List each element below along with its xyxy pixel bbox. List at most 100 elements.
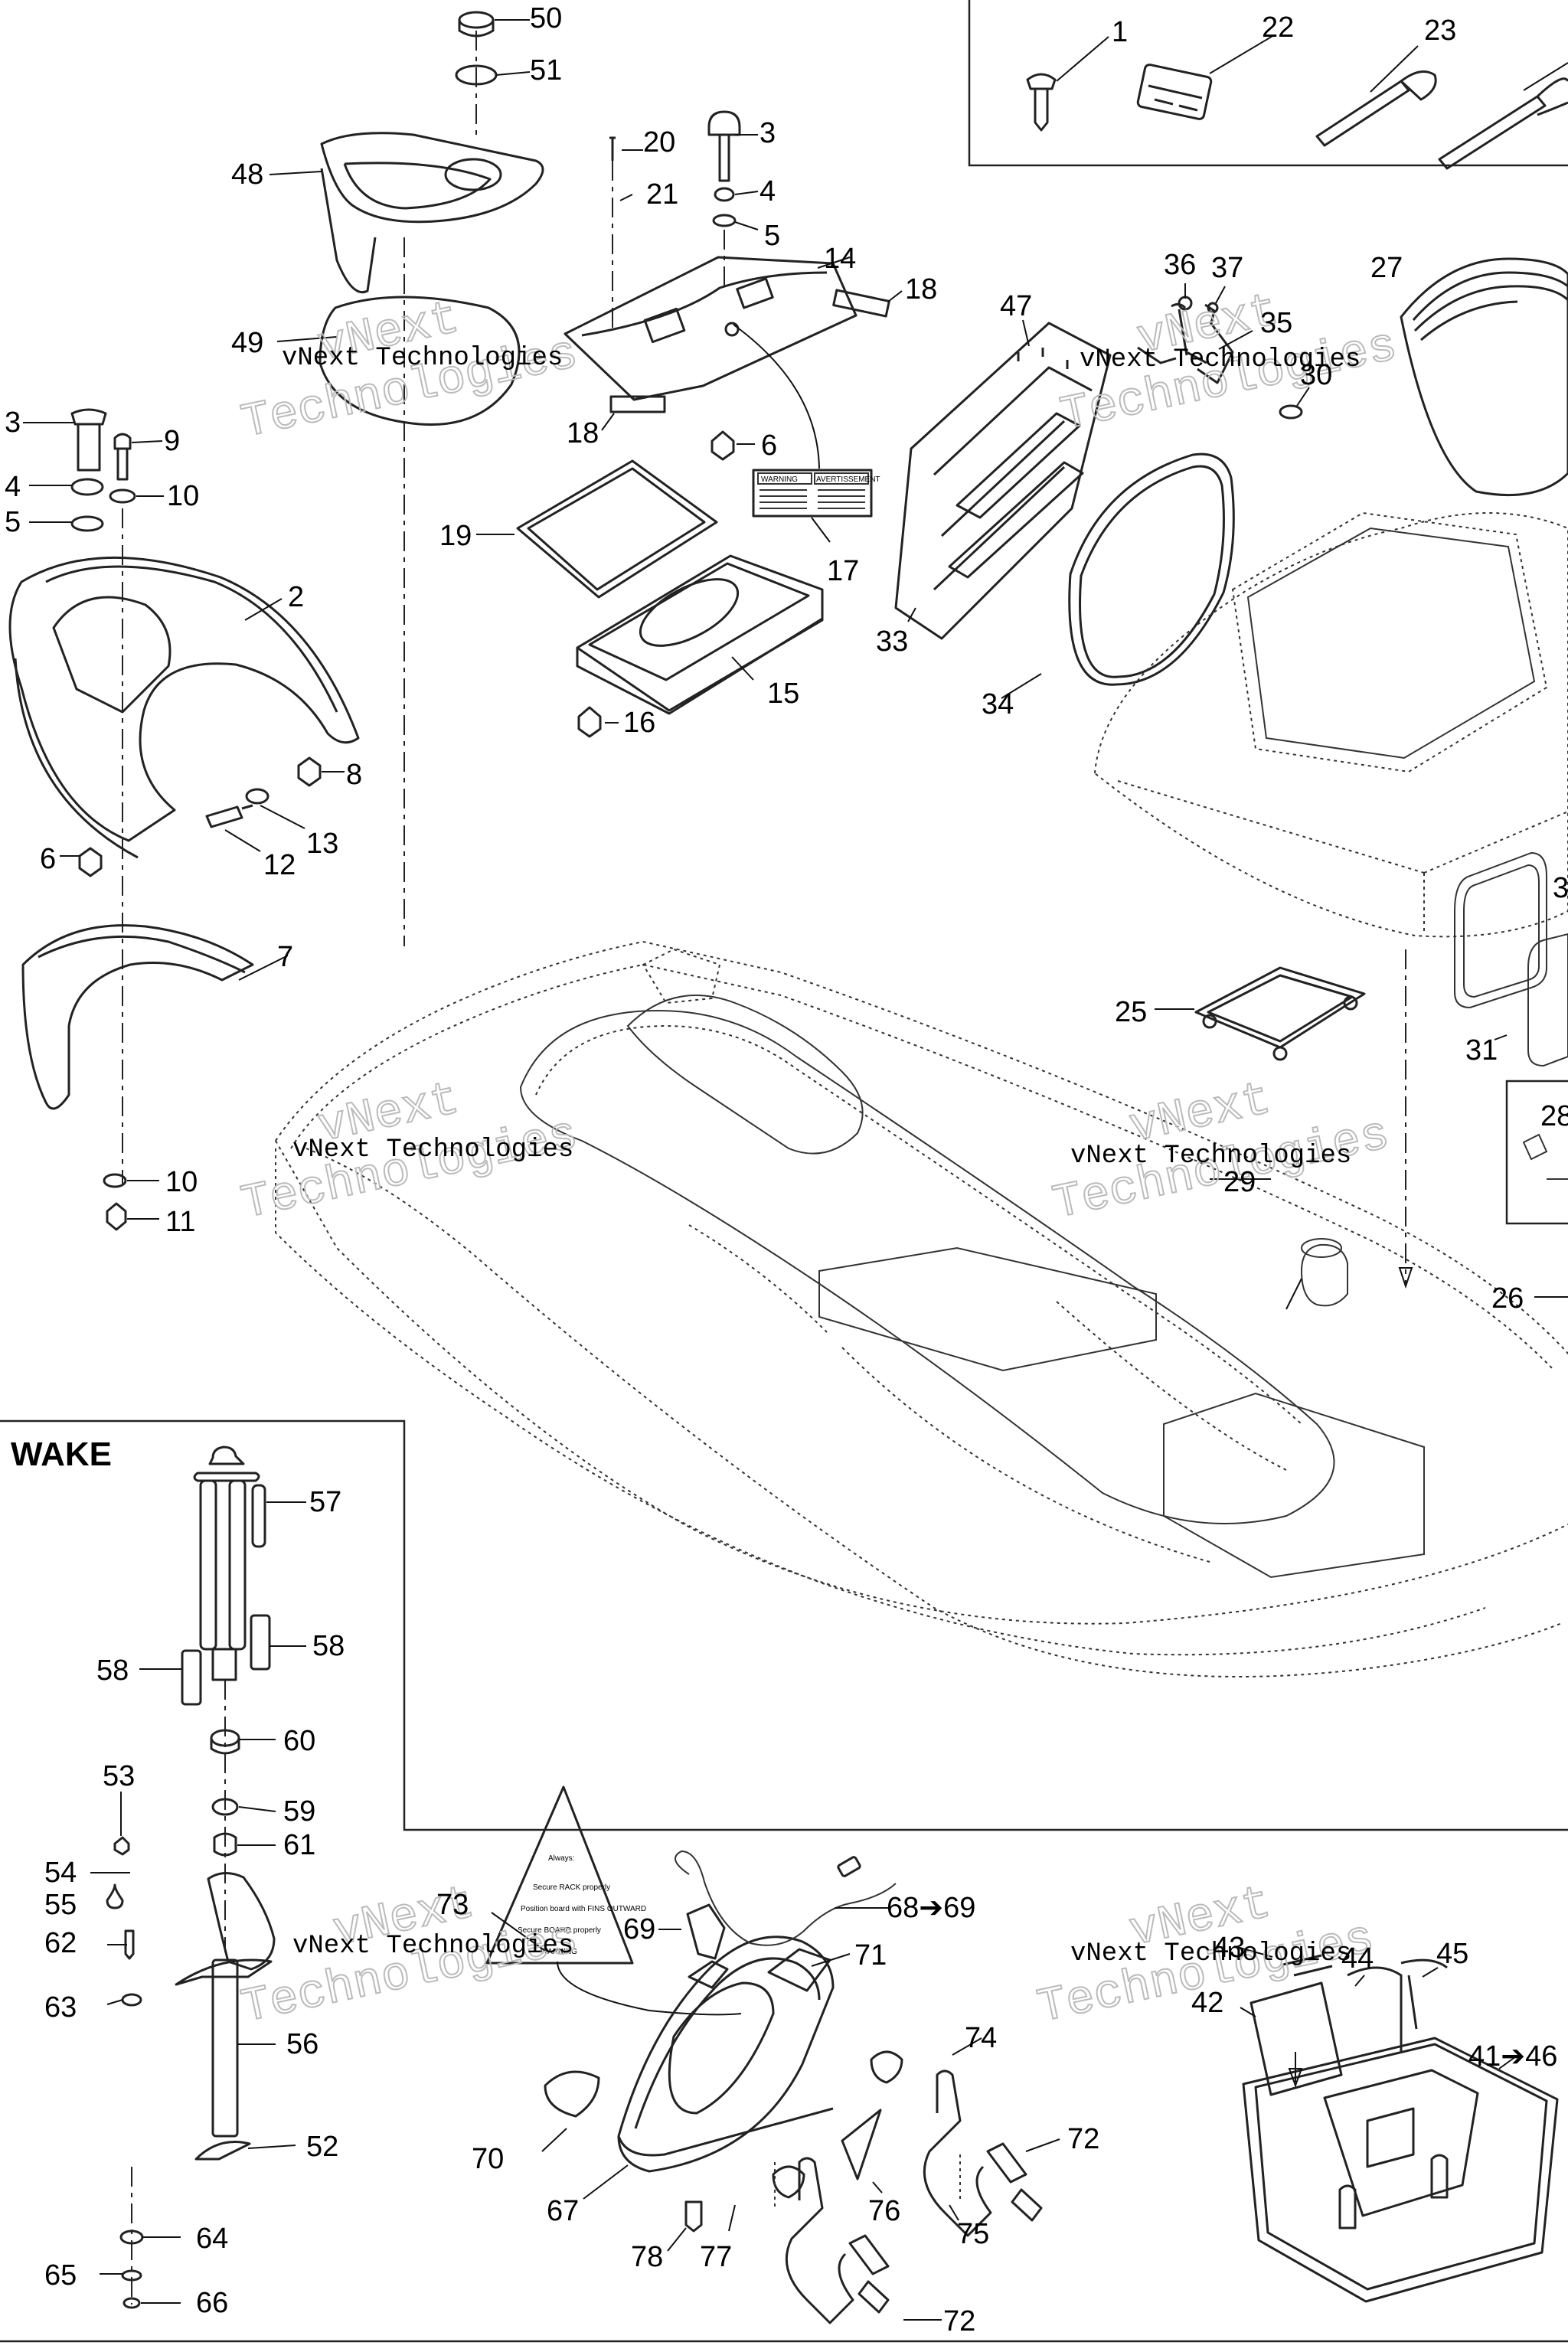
watermark-6: vNext Technologies bbox=[1070, 1939, 1351, 1968]
callout-13: 13 bbox=[306, 828, 338, 860]
callout-9: 9 bbox=[164, 425, 180, 457]
hull-body bbox=[274, 940, 1568, 1677]
callout-27: 27 bbox=[1370, 252, 1403, 284]
decal-73-line-1: Secure RACK properly bbox=[533, 1883, 610, 1892]
callout-17: 17 bbox=[827, 555, 859, 587]
storage-bin-assembly bbox=[1093, 257, 1568, 1298]
callout-44: 44 bbox=[1341, 1942, 1374, 1975]
callout-14: 14 bbox=[824, 243, 856, 275]
callout-67: 67 bbox=[547, 2195, 579, 2227]
vent-panel-assembly bbox=[894, 283, 1310, 699]
callout-55: 55 bbox=[44, 1889, 77, 1921]
callout-60: 60 bbox=[283, 1725, 315, 1757]
callout-8: 8 bbox=[346, 759, 362, 791]
decal-17-heading-2: AVERTISSEMENT bbox=[816, 475, 880, 484]
callout-49: 49 bbox=[231, 327, 263, 359]
callout-6-left: 6 bbox=[40, 843, 56, 875]
callout-78: 78 bbox=[631, 2241, 663, 2273]
decal-73-line-3: Secure BOARD properly bbox=[518, 1926, 601, 1935]
callout-65: 65 bbox=[44, 2259, 77, 2292]
decal-73-line-2: Position board with FINS OUTWARD bbox=[521, 1905, 646, 1913]
callout-35: 35 bbox=[1260, 307, 1292, 339]
callout-7: 7 bbox=[277, 941, 293, 973]
callout-74: 74 bbox=[965, 2022, 997, 2054]
callout-11: 11 bbox=[165, 1206, 195, 1238]
watermark-3: vNext Technologies bbox=[292, 1135, 573, 1165]
callout-70: 70 bbox=[472, 2143, 504, 2175]
watermark-2: vNext Technologies bbox=[1080, 345, 1361, 374]
callout-59: 59 bbox=[283, 1795, 315, 1828]
callout-77: 77 bbox=[700, 2241, 732, 2273]
callout-5-left: 5 bbox=[5, 506, 21, 538]
callout-43: 43 bbox=[1213, 1932, 1245, 1964]
callout-42: 42 bbox=[1191, 1987, 1223, 2019]
callout-12: 12 bbox=[263, 849, 296, 881]
callout-76: 76 bbox=[868, 2195, 900, 2227]
callout-26: 26 bbox=[1491, 1282, 1524, 1315]
callout-4-top: 4 bbox=[760, 175, 776, 207]
handle-assembly bbox=[8, 408, 360, 1231]
callout-58-right: 58 bbox=[312, 1630, 345, 1662]
board-rack-assembly: Always: Secure RACK properly Position bo… bbox=[485, 1785, 1060, 2324]
inset-label-wake: WAKE bbox=[11, 1436, 112, 1473]
callout-21: 21 bbox=[646, 178, 678, 211]
storage-tray-assembly bbox=[1233, 1945, 1559, 2303]
callout-34: 34 bbox=[982, 688, 1014, 720]
callout-68-69: 68➔69 bbox=[887, 1892, 975, 1924]
callout-73: 73 bbox=[436, 1889, 469, 1921]
callout-56: 56 bbox=[286, 2028, 318, 2060]
callout-51: 51 bbox=[530, 54, 562, 87]
callout-29: 29 bbox=[1223, 1166, 1256, 1198]
callout-10-bottom: 10 bbox=[165, 1166, 198, 1198]
callout-58-left: 58 bbox=[96, 1655, 129, 1687]
callout-72-right: 72 bbox=[1067, 2123, 1099, 2155]
watermarks: vNext Technologies vNext Technologies vN… bbox=[236, 283, 1402, 2036]
callout-2: 2 bbox=[288, 581, 304, 613]
glovebox-assembly: WARNING AVERTISSEMENT bbox=[476, 110, 903, 738]
callout-20: 20 bbox=[643, 126, 675, 158]
callout-1: 1 bbox=[1112, 16, 1128, 48]
callout-10-top: 10 bbox=[167, 480, 199, 512]
callout-62: 62 bbox=[44, 1927, 77, 1959]
callout-37: 37 bbox=[1211, 252, 1243, 284]
callout-5-top: 5 bbox=[764, 220, 780, 252]
callout-71: 71 bbox=[854, 1939, 887, 1971]
callout-41-46: 41➔46 bbox=[1468, 2040, 1557, 2073]
callout-69: 69 bbox=[623, 1913, 655, 1945]
callout-31: 31 bbox=[1465, 1034, 1498, 1067]
callout-64: 64 bbox=[196, 2223, 228, 2255]
callout-19: 19 bbox=[439, 520, 472, 552]
callout-32: 3 bbox=[1553, 872, 1568, 904]
callout-53: 53 bbox=[103, 1760, 135, 1792]
callout-66: 66 bbox=[196, 2287, 228, 2319]
callout-52: 52 bbox=[306, 2131, 338, 2163]
callout-50: 50 bbox=[530, 2, 562, 34]
callout-18-left: 18 bbox=[567, 417, 599, 449]
callout-3-top: 3 bbox=[760, 117, 776, 149]
storage-cover-assembly bbox=[269, 11, 544, 946]
callout-18-right: 18 bbox=[905, 273, 937, 305]
decal-73-heading: Always: bbox=[548, 1854, 574, 1863]
callout-25: 25 bbox=[1115, 996, 1147, 1028]
callout-16: 16 bbox=[623, 707, 655, 739]
callout-36: 36 bbox=[1164, 249, 1196, 281]
callout-54: 54 bbox=[44, 1857, 77, 1889]
callout-22: 22 bbox=[1262, 11, 1294, 44]
callout-61: 61 bbox=[283, 1829, 315, 1861]
callout-75: 75 bbox=[957, 2218, 989, 2250]
callout-4-left: 4 bbox=[5, 471, 21, 503]
callout-48: 48 bbox=[231, 158, 263, 191]
callout-47: 47 bbox=[1000, 290, 1032, 322]
watermark-1: vNext Technologies bbox=[282, 344, 563, 373]
wake-rack-assembly bbox=[90, 1446, 306, 2309]
callout-23: 23 bbox=[1424, 15, 1456, 47]
callout-30: 30 bbox=[1300, 359, 1332, 391]
callout-6-mid: 6 bbox=[761, 430, 777, 462]
decal-73-footer: WARNING bbox=[541, 1948, 577, 1956]
callout-57: 57 bbox=[309, 1486, 341, 1518]
callout-33: 33 bbox=[876, 626, 908, 658]
watermark-5: vNext Technologies bbox=[292, 1932, 573, 1961]
callout-72-bottom: 72 bbox=[943, 2305, 975, 2337]
decal-17-heading: WARNING bbox=[761, 475, 798, 484]
